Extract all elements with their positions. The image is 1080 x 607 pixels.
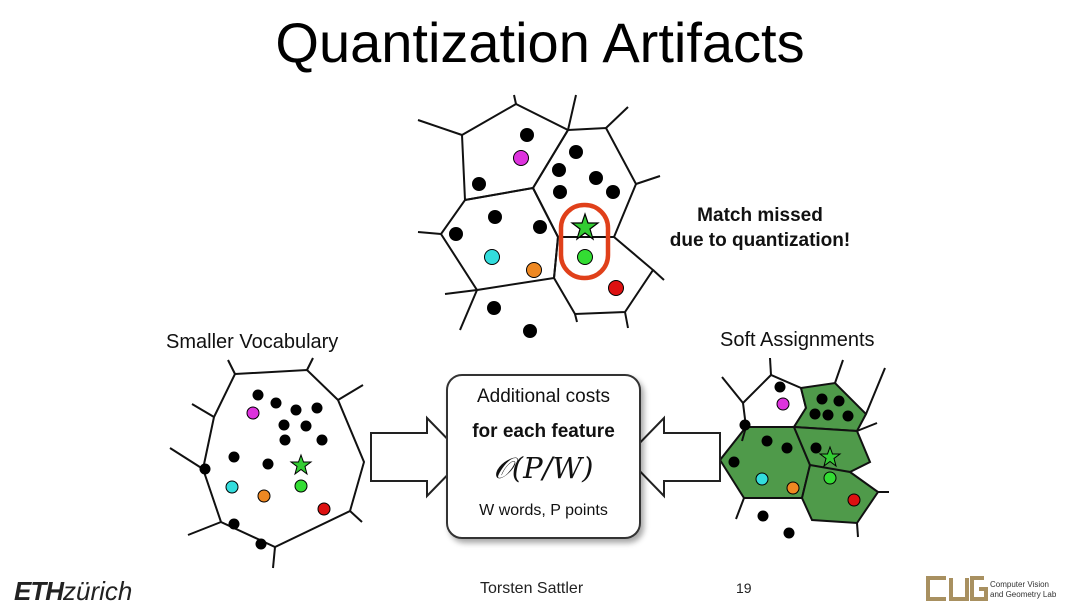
- point: [278, 419, 290, 431]
- left-arrow-icon: [624, 415, 721, 499]
- additional-costs-box: Additional costs for each feature 𝒪(P/W)…: [446, 374, 641, 539]
- eth-logo-bold: ETH: [14, 576, 64, 606]
- voronoi-cell-soft-1: [792, 381, 868, 433]
- point: [809, 408, 821, 420]
- smaller-vocab-points: [199, 389, 331, 550]
- voronoi-cell-white: [741, 373, 808, 428]
- query-star-icon: [289, 453, 313, 476]
- point: [761, 435, 773, 447]
- per-feature-text: for each feature: [472, 421, 615, 442]
- cvg-logo-icon: [926, 576, 988, 601]
- large-voronoi-cell: [201, 368, 366, 549]
- annotation-line: due to quantization!: [669, 230, 851, 251]
- top-feature-points: [449, 128, 624, 338]
- point: [728, 456, 740, 468]
- point: [316, 434, 328, 446]
- point: [606, 185, 620, 199]
- point: [488, 210, 502, 224]
- author-name: Torsten Sattler: [480, 580, 584, 597]
- costs-text: Additional costs: [476, 386, 611, 407]
- point: [255, 538, 267, 550]
- point: [589, 171, 603, 185]
- lab-name: Computer Vision and Geometry Lab: [990, 580, 1056, 600]
- smaller-vocab-diagram: [169, 357, 366, 569]
- point: [225, 480, 239, 494]
- variables-text: W words, P points: [479, 502, 608, 519]
- query-star-icon: [818, 445, 842, 468]
- voronoi-cell-soft-4: [800, 463, 880, 525]
- point: [472, 177, 486, 191]
- point: [774, 381, 786, 393]
- point: [257, 489, 271, 503]
- lab-name-line: Computer Vision: [990, 580, 1049, 589]
- point: [569, 145, 583, 159]
- point: [279, 434, 291, 446]
- point: [199, 463, 211, 475]
- point: [526, 262, 542, 278]
- point: [608, 280, 624, 296]
- soft-assignments-label: Soft Assignments: [720, 329, 875, 351]
- missed-match-highlight: [558, 202, 611, 281]
- point: [262, 458, 274, 470]
- point: [842, 410, 854, 422]
- point: [781, 442, 793, 454]
- point: [317, 502, 331, 516]
- voronoi-cell-bottom-right: [552, 236, 655, 316]
- point: [776, 397, 790, 411]
- point: [252, 389, 264, 401]
- point: [228, 518, 240, 530]
- query-star-icon: [570, 212, 600, 241]
- point: [513, 150, 529, 166]
- point: [228, 451, 240, 463]
- point: [533, 220, 547, 234]
- point: [552, 163, 566, 177]
- smaller-vocabulary-label: Smaller Vocabulary: [166, 331, 339, 353]
- point: [757, 510, 769, 522]
- page-number: 19: [736, 580, 752, 596]
- point: [755, 472, 769, 486]
- soft-assign-points: [728, 381, 861, 539]
- soft-assign-diagram: [718, 357, 889, 538]
- point: [294, 479, 308, 493]
- point: [300, 420, 312, 432]
- point: [833, 395, 845, 407]
- point: [739, 419, 751, 431]
- complexity-formula: 𝒪(P/W): [493, 451, 594, 485]
- point: [786, 481, 800, 495]
- match-missed-annotation: Match missed due to quantization!: [640, 203, 880, 253]
- point: [847, 493, 861, 507]
- point: [270, 397, 282, 409]
- point: [449, 227, 463, 241]
- point: [487, 301, 501, 315]
- annotation-line: Match missed: [697, 205, 823, 226]
- point: [553, 185, 567, 199]
- point: [783, 527, 795, 539]
- point: [484, 249, 500, 265]
- eth-zurich-logo: ETHzürich: [14, 576, 132, 607]
- point: [823, 471, 837, 485]
- eth-logo-italic: zürich: [63, 576, 133, 606]
- lab-name-line: and Geometry Lab: [990, 590, 1057, 599]
- top-voronoi-diagram: [417, 94, 665, 331]
- point: [290, 404, 302, 416]
- slide-title: Quantization Artifacts: [275, 11, 805, 74]
- point: [816, 393, 828, 405]
- point: [520, 128, 534, 142]
- point: [523, 324, 537, 338]
- point: [311, 402, 323, 414]
- point: [577, 249, 593, 265]
- point: [246, 406, 260, 420]
- point: [822, 409, 834, 421]
- point: [810, 442, 822, 454]
